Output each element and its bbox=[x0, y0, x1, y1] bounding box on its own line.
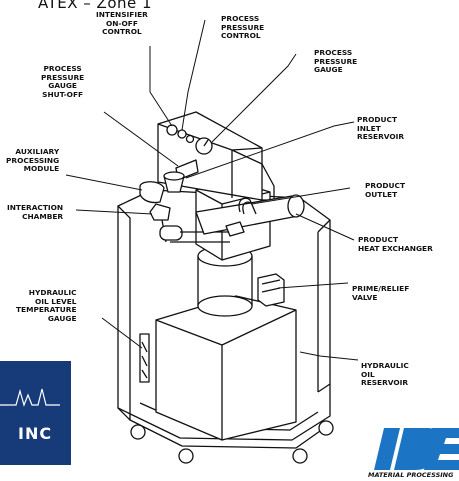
ide-logo-icon bbox=[374, 428, 459, 470]
left-company-logo bbox=[0, 361, 71, 465]
label-process-pressure-gauge: PROCESS PRESSURE GAUGE bbox=[314, 48, 358, 75]
label-intensifier-control: INTENSIFIER ON-OFF CONTROL bbox=[96, 10, 148, 37]
label-hydraulic-temperature-gauge: HYDRAULIC OIL LEVEL TEMPERATURE GAUGE bbox=[16, 288, 77, 323]
label-prime-relief-valve: PRIME/RELIEF VALVE bbox=[352, 284, 410, 302]
left-logo-text: INC bbox=[18, 424, 53, 443]
right-logo-tagline: MATERIAL PROCESSING bbox=[368, 471, 454, 479]
cabinet-right-panel bbox=[317, 219, 331, 392]
base-frame bbox=[117, 384, 331, 441]
label-process-pressure-control: PROCESS PRESSURE CONTROL bbox=[221, 14, 265, 41]
label-interaction-chamber: INTERACTION CHAMBER bbox=[7, 203, 64, 221]
label-hydraulic-oil-reservoir: HYDRAULIC OIL RESERVOIR bbox=[361, 361, 409, 388]
temperature-gauge-shape bbox=[139, 333, 150, 383]
hydraulic-cylinder bbox=[197, 256, 253, 306]
label-auxiliary-module: AUXILIARY PROCESSING MODULE bbox=[6, 147, 60, 174]
reservoir-box bbox=[155, 295, 297, 441]
label-product-inlet-reservoir: PRODUCT INLET RESERVOIR bbox=[357, 115, 405, 142]
label-product-outlet: PRODUCT OUTLET bbox=[365, 181, 405, 199]
label-gauge-shutoff: PROCESS PRESSURE GAUGE SHUT-OFF bbox=[41, 64, 85, 99]
page-title: ATEX – Zone 1 bbox=[38, 0, 153, 12]
product-outlet-hose bbox=[238, 197, 257, 215]
label-heat-exchanger: PRODUCT HEAT EXCHANGER bbox=[358, 235, 433, 253]
cabinet-left-panel bbox=[117, 205, 131, 421]
waveform-icon bbox=[0, 388, 60, 407]
